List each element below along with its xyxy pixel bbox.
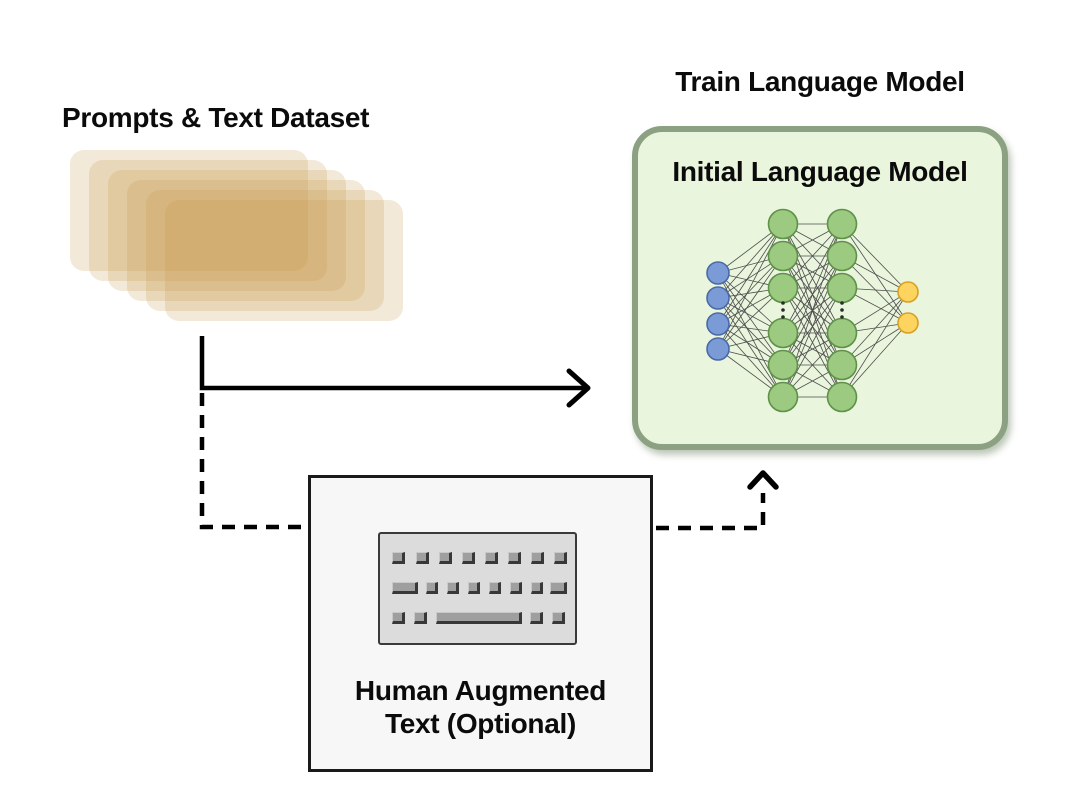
keyboard-icon — [378, 532, 577, 645]
dashed-line-dataset-to-human — [199, 393, 305, 530]
keyboard-key — [468, 582, 480, 594]
solid-arrow-dataset-to-model — [199, 336, 591, 408]
keyboard-key — [554, 552, 567, 564]
human-label-line1: Human Augmented — [354, 675, 607, 706]
dataset-card — [146, 190, 384, 311]
keyboard-key — [392, 612, 405, 624]
dataset-label: Prompts & Text Dataset — [62, 102, 370, 133]
keyboard-key — [462, 552, 475, 564]
dataset-card — [89, 160, 327, 281]
keyboard-key — [531, 552, 544, 564]
human-label-line2: Text (Optional) — [385, 708, 576, 739]
initial-model-label: Initial Language Model — [672, 156, 968, 187]
keyboard-key — [416, 552, 429, 564]
keyboard-key — [392, 582, 418, 594]
arrowhead-right-icon — [566, 368, 591, 408]
keyboard-key — [447, 582, 459, 594]
dataset-card — [70, 150, 308, 271]
keyboard-key — [426, 582, 438, 594]
train-model-box: Initial Language Model — [632, 126, 1008, 450]
keyboard-key — [489, 582, 501, 594]
dataset-card — [165, 200, 403, 321]
dataset-card — [108, 170, 346, 291]
keyboard-key — [439, 552, 452, 564]
keyboard-key — [510, 582, 522, 594]
keyboard-key — [508, 552, 521, 564]
neural-network-icon — [706, 208, 919, 413]
dashed-arrow-human-to-model — [656, 470, 779, 531]
arrowhead-up-icon — [747, 470, 779, 490]
train-title: Train Language Model — [675, 66, 965, 97]
dataset-card-stack — [70, 150, 410, 330]
keyboard-key — [485, 552, 498, 564]
human-augmented-label: Human Augmented Text (Optional) — [308, 674, 653, 740]
keyboard-key — [530, 612, 543, 624]
keyboard-key — [392, 552, 405, 564]
dataset-card — [127, 180, 365, 301]
keyboard-key — [550, 582, 567, 594]
keyboard-key — [531, 582, 543, 594]
keyboard-key — [414, 612, 427, 624]
keyboard-key — [436, 612, 522, 624]
keyboard-key — [552, 612, 565, 624]
